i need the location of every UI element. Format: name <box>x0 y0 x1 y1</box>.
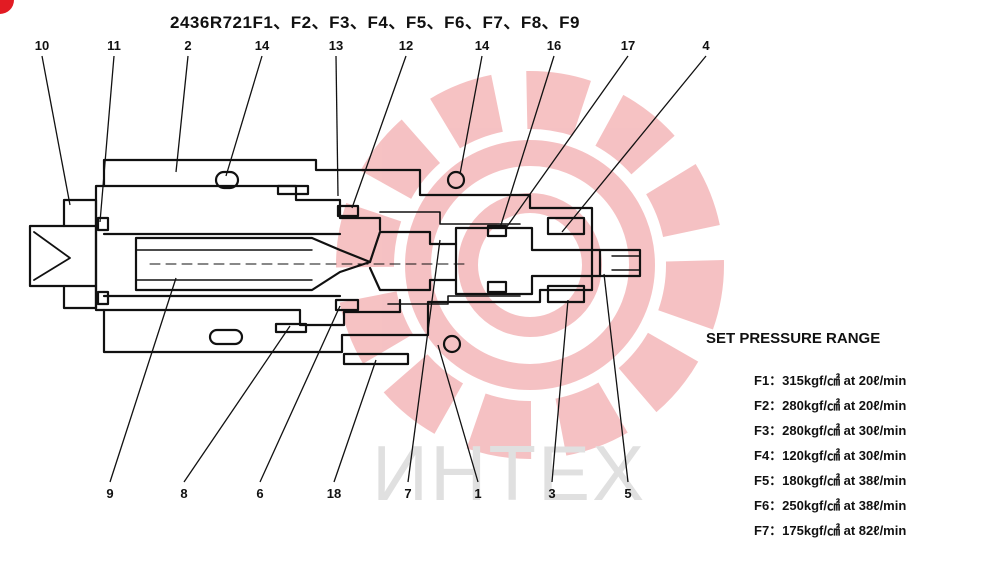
part-number-label: 13 <box>329 38 343 53</box>
part-number-label: 11 <box>107 38 121 53</box>
set-pressure-list: F1：315kgf/㎠ at 20ℓ/min F2：280kgf/㎠ at 20… <box>754 368 906 543</box>
pressure-item-f1: F1：315kgf/㎠ at 20ℓ/min <box>754 373 907 388</box>
part-number-label: 3 <box>548 486 555 501</box>
leader-line <box>225 55 263 177</box>
leader-line <box>551 299 569 483</box>
part-number-label: 9 <box>106 486 113 501</box>
leader-line <box>259 305 341 483</box>
leader-line <box>351 55 407 209</box>
part-number-label: 14 <box>255 38 270 53</box>
pressure-item-f3: F3：280kgf/㎠ at 30ℓ/min <box>754 423 907 438</box>
part-number-label: 12 <box>399 38 413 53</box>
set-pressure-heading: SET PRESSURE RANGE <box>706 330 881 347</box>
pressure-item-f7: F7：175kgf/㎠ at 82ℓ/min <box>754 523 907 538</box>
pressure-item-f2: F2：280kgf/㎠ at 20ℓ/min <box>754 398 907 413</box>
part-number-label: 1 <box>474 486 481 501</box>
leader-line <box>407 239 441 483</box>
leader-line <box>459 55 483 175</box>
part-number-label: 14 <box>475 38 490 53</box>
pressure-item-f6: F6：250kgf/㎠ at 38ℓ/min <box>754 498 907 513</box>
leader-line <box>561 55 707 233</box>
leader-line <box>437 344 479 483</box>
part-number-label: 18 <box>327 486 341 501</box>
piston-rod <box>134 236 372 292</box>
leader-line <box>333 359 377 483</box>
stem-pin <box>598 248 642 278</box>
leader-line <box>505 55 629 229</box>
part-number-label: 6 <box>256 486 263 501</box>
leader-line <box>41 55 71 206</box>
pressure-item-f5: F5：180kgf/㎠ at 38ℓ/min <box>754 473 907 488</box>
leader-line <box>499 55 555 229</box>
part-number-label: 7 <box>404 486 411 501</box>
part-number-label: 8 <box>180 486 187 501</box>
part-number-label: 2 <box>184 38 191 53</box>
part-number-label: 4 <box>702 38 710 53</box>
leader-line <box>99 55 115 223</box>
part-number-label: 17 <box>621 38 635 53</box>
diagram-title: 2436R721F1、F2、F3、F4、F5、F6、F7、F8、F9 <box>170 13 581 32</box>
leader-line <box>335 55 339 197</box>
part-number-label: 16 <box>547 38 561 53</box>
part-number-label: 5 <box>624 486 631 501</box>
leader-line <box>603 273 629 483</box>
watermark-text: ИНТЕХ <box>372 429 647 517</box>
pressure-item-f4: F4：120kgf/㎠ at 30ℓ/min <box>754 448 907 463</box>
leader-line <box>183 325 291 483</box>
leader-line <box>175 55 189 173</box>
leader-line <box>109 277 177 483</box>
part-number-label: 10 <box>35 38 49 53</box>
